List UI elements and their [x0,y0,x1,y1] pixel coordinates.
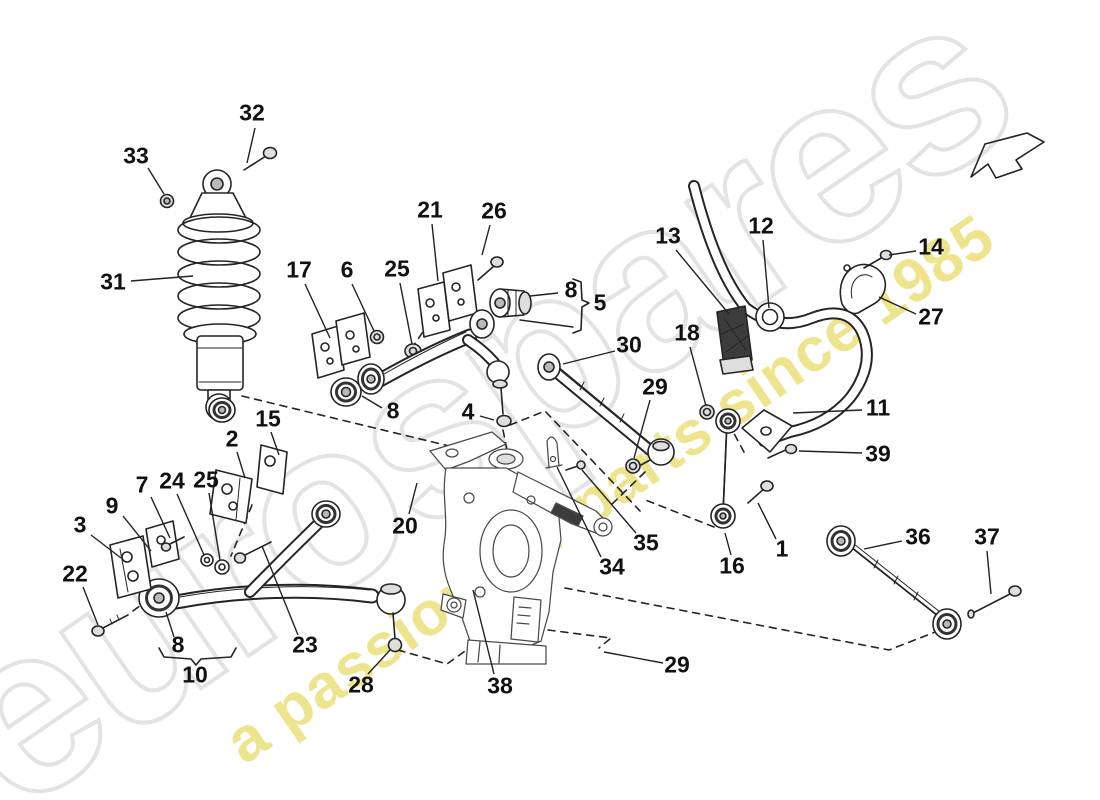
leader-line-1 [757,502,777,540]
leader-line-25 [399,282,413,345]
leader-line-39 [798,450,863,454]
leader-line-38 [472,589,495,675]
callout-18-nut: 18 [674,319,700,346]
wheel-carrier-art [429,431,613,665]
leader-line-37 [986,550,992,595]
leader-line-30 [562,350,616,365]
stabilizer-link-art [710,408,741,529]
leader-line-12 [762,239,770,309]
leader-line-8 [529,292,559,297]
shock-absorber-art [159,146,278,421]
callout-5-upper-wishbone-group: 5 [593,289,607,316]
callout-11-stabilizer-bar: 11 [865,394,891,421]
callout-17-bracket: 17 [286,256,312,283]
callout-38-wheel-carrier: 38 [487,672,513,699]
stabilizer-bar-art [688,180,893,504]
leader-line-9 [122,515,152,552]
callout-25-washer: 25 [193,466,219,493]
callout-27-clamp-bracket: 27 [918,303,944,330]
callout-26-bolt: 26 [481,197,507,224]
leader-line-27 [878,296,917,315]
callout-13-clamp: 13 [655,222,681,249]
leader-line-15 [270,431,280,456]
callout-29-nut: 29 [664,651,690,678]
tie-rod-art [826,525,1022,640]
leader-line-33 [147,167,165,195]
leader-line-3 [90,534,122,559]
leader-line-8 [361,395,383,409]
leader-line-21 [431,223,439,282]
callout-2-bracket: 2 [225,425,239,452]
callout-22-bolt: 22 [62,560,88,587]
callout-6-nut: 6 [340,256,354,283]
leader-line-6 [351,283,375,332]
group-bracket-5 [519,278,590,334]
callout-15-bracket: 15 [255,405,281,432]
leader-line-11 [792,409,863,414]
leader-line-25 [208,492,221,561]
leader-line-18 [689,346,707,407]
callout-34-retainer: 34 [599,553,625,580]
leader-line-29 [633,399,651,459]
leader-line-16 [724,532,732,556]
callout-21-bracket: 21 [417,196,443,223]
leader-line-29 [603,651,664,664]
callout-7-bolt: 7 [135,471,149,498]
lower-wishbone-art [138,500,406,653]
callout-31-shock-absorber: 31 [100,268,126,295]
leader-line-8 [165,611,175,638]
leader-line-31 [130,275,194,282]
callout-23-bolt: 23 [292,631,318,658]
callout-33-nut: 33 [123,142,149,169]
leader-line-22 [82,586,99,626]
leader-line-34 [556,466,602,558]
callout-1-bolt: 1 [775,535,789,562]
leader-line-26 [481,224,491,256]
leader-line-4 [479,415,495,421]
leader-line-36 [863,540,903,550]
callout-8-bushing: 8 [386,397,400,424]
callout-20-nut: 20 [392,512,418,539]
leader-line-28 [367,649,391,675]
callout-35-bolt: 35 [633,529,659,556]
leader-line-35 [581,469,637,534]
leader-line-7 [150,496,171,539]
callout-36-tie-rod: 36 [905,523,931,550]
leader-line-17 [304,283,331,339]
callout-14-screw: 14 [918,233,944,260]
callout-10-lower-wishbone-group: 10 [182,661,208,688]
callout-9-plate: 9 [105,492,119,519]
callout-8-bushing: 8 [171,631,185,658]
callout-32-bolt: 32 [239,99,265,126]
callout-30-track-rod: 30 [616,331,642,358]
upper-wishbone-art [208,288,532,428]
lower-brackets-art [91,444,288,637]
callout-16-stabilizer-link: 16 [719,552,745,579]
leader-line-24 [176,493,205,556]
callout-8-bushing: 8 [564,276,578,303]
callout-37-bolt: 37 [974,523,1000,550]
callout-39-bolt: 39 [865,440,891,467]
leader-line-32 [246,127,256,164]
track-rod-art [537,353,675,474]
callout-28-nut: 28 [348,671,374,698]
callout-29-nut: 29 [642,373,668,400]
leader-line-20 [408,482,418,515]
group-bracket-10 [158,647,237,666]
leader-line-23 [261,545,299,636]
upper-brackets-art [311,256,504,379]
leader-line-14 [888,250,917,256]
callout-25-nut: 25 [384,255,410,282]
leader-line-13 [675,249,730,315]
assembly-dashed-lines [132,310,944,665]
callout-24-washer: 24 [159,467,185,494]
leader-line-2 [236,451,246,479]
callout-12-bushing: 12 [748,212,774,239]
callout-4-ball-joint: 4 [461,398,475,425]
callout-3-bracket: 3 [73,511,87,538]
direction-arrow-icon [970,132,1045,179]
